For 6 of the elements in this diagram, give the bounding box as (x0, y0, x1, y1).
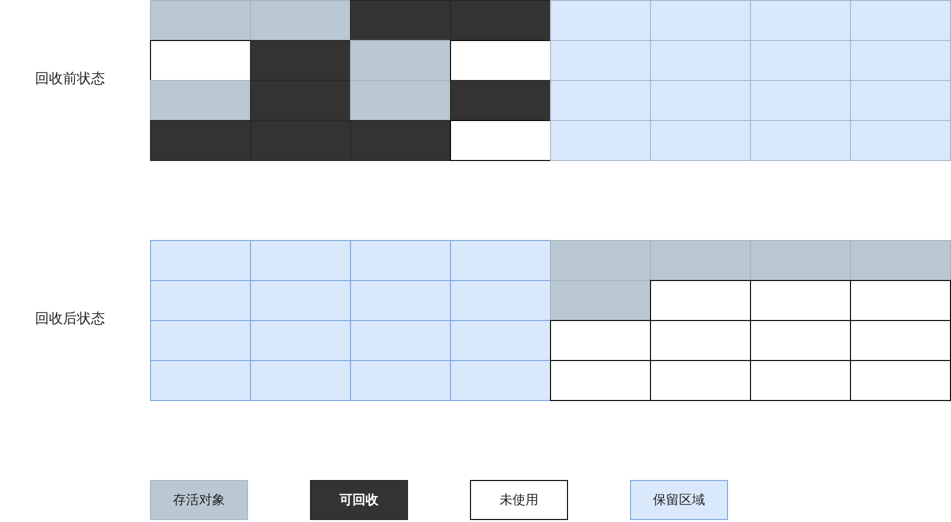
row-label: 回收后状态 (35, 310, 105, 328)
legend-text: 保留区域 (653, 492, 705, 509)
legend-text: 可回收 (340, 492, 378, 509)
legend-text: 未使用 (500, 492, 538, 509)
row-label: 回收前状态 (35, 70, 105, 88)
legend-text: 存活对象 (173, 492, 225, 509)
